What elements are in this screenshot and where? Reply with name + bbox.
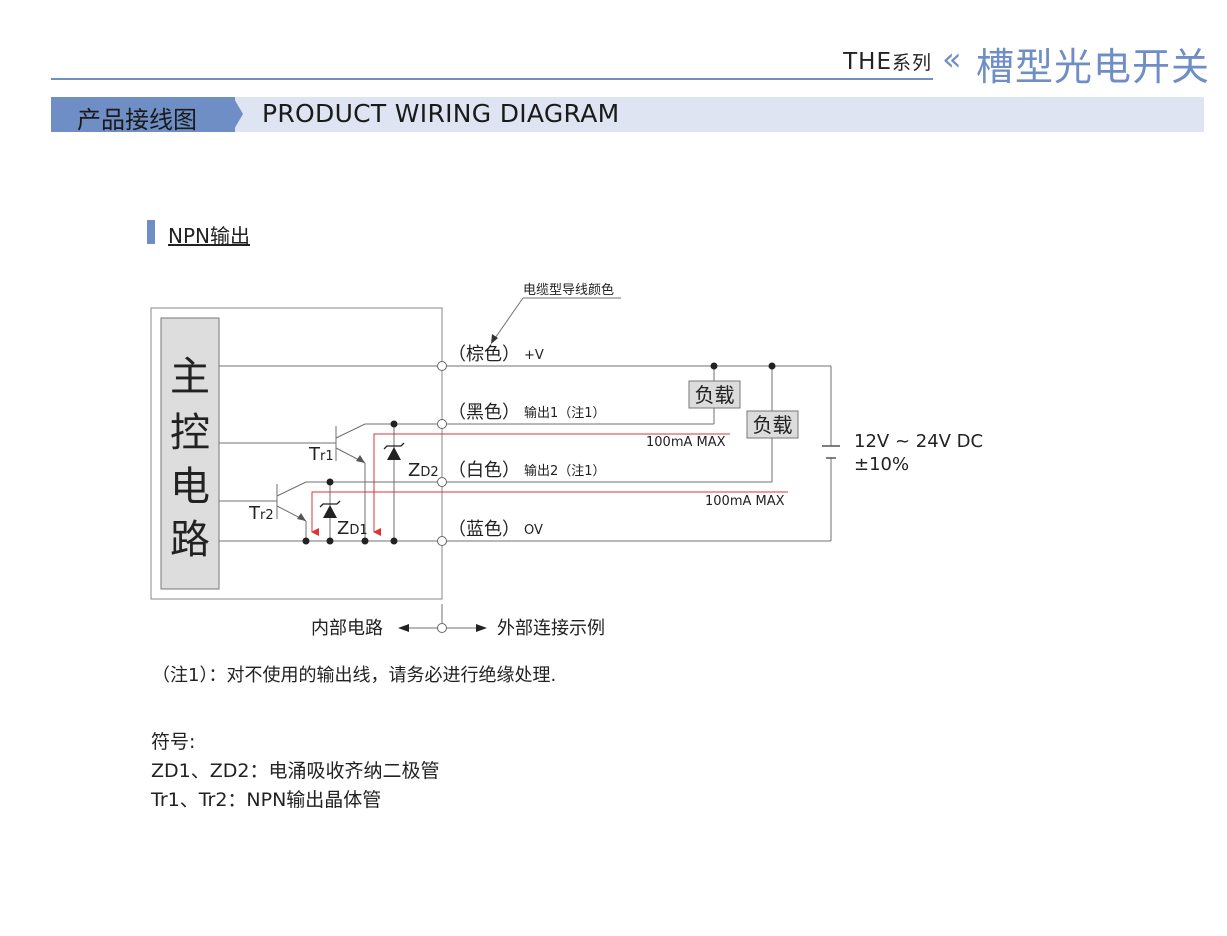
product-title: 槽型光电开关 <box>976 45 1211 89</box>
wires <box>219 297 832 629</box>
wire-label-output1: 输出1（注1） <box>524 405 606 421</box>
junction-dots <box>302 362 776 545</box>
internal-arrow-icon <box>398 624 409 632</box>
external-connection-label: 外部连接示例 <box>497 618 605 639</box>
wire-label-v-plus: +V <box>524 348 544 363</box>
note-1: （注1）：对不使用的输出线，请务必进行绝缘处理. <box>152 665 557 686</box>
load-1-label: 负载 <box>695 383 735 407</box>
series-suffix: 系列 <box>891 52 932 74</box>
external-arrow-icon <box>476 624 487 632</box>
main-circuit-char-4: 路 <box>170 517 210 563</box>
zd1-icon <box>319 500 341 518</box>
load-1-box <box>688 380 741 409</box>
symbol-zd-description: ZD1、ZD2：电涌吸收齐纳二极管 <box>151 760 440 782</box>
symbols-heading: 符号: <box>151 731 196 753</box>
internal-circuit-label: 内部电路 <box>311 618 383 639</box>
guillemet-icon: « <box>942 40 962 78</box>
main-circuit-char-1: 主 <box>170 354 210 400</box>
battery-icon <box>822 445 840 459</box>
supply-tolerance: ±10% <box>854 454 909 475</box>
section-title-en: PRODUCT WIRING DIAGRAM <box>262 99 620 128</box>
wire-label-output2: 输出2（注1） <box>524 463 606 479</box>
section-title-zh: 产品接线图 <box>77 106 197 134</box>
tr1-emitter-arrow-icon <box>356 455 365 463</box>
wire-color-brown: （棕色） <box>448 344 520 365</box>
leader-arrow-icon <box>491 334 498 344</box>
zd2-label: ZD2 <box>408 460 439 481</box>
symbol-tr-description: Tr1、Tr2：NPN输出晶体管 <box>151 789 382 811</box>
series-name: THE <box>843 49 892 75</box>
terminal-circles <box>437 361 447 633</box>
wire-color-blue: （蓝色） <box>448 519 520 540</box>
subsection-title: NPN输出 <box>168 224 250 248</box>
tr2-label: Tr2 <box>248 503 274 524</box>
current-max-1: 100mA MAX <box>646 435 726 450</box>
wire-color-black: （黑色） <box>448 402 520 423</box>
tr1-label: Tr1 <box>308 444 334 465</box>
section-tab <box>51 97 235 132</box>
section-header-bar <box>51 97 1204 132</box>
load-2-label: 负载 <box>753 413 793 437</box>
tr2-emitter-arrow-icon <box>297 513 306 521</box>
load-2-box <box>746 410 799 439</box>
zd2-icon <box>383 442 405 460</box>
cable-color-label: 电缆型导线颜色 <box>523 282 614 298</box>
section-tab-arrow-icon <box>233 97 243 131</box>
subsection-marker <box>147 220 155 244</box>
main-circuit-char-2: 控 <box>170 410 210 456</box>
current-paths <box>311 433 788 536</box>
current-max-2: 100mA MAX <box>705 494 785 509</box>
zd1-label: ZD1 <box>337 518 368 539</box>
main-circuit-char-3: 电 <box>170 464 210 510</box>
header-rule <box>51 78 933 80</box>
supply-voltage: 12V ~ 24V DC <box>854 431 983 452</box>
wire-color-white: （白色） <box>448 460 520 481</box>
wire-label-ov: OV <box>524 523 543 538</box>
series-label: THE系列 <box>843 48 932 75</box>
main-control-panel <box>160 317 220 590</box>
